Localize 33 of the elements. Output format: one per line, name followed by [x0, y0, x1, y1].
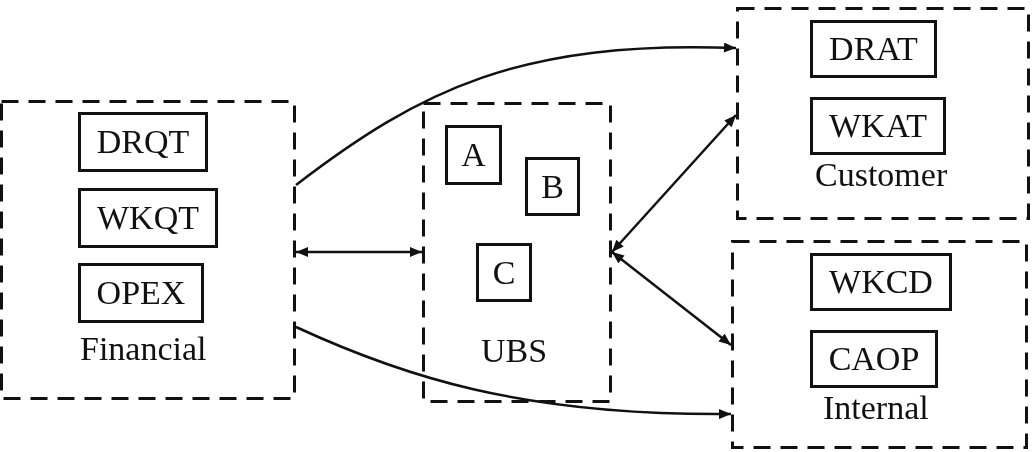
arrow: [296, 247, 422, 257]
group-label: Customer: [815, 156, 948, 194]
module-box: [810, 97, 946, 155]
arrow: [611, 251, 732, 346]
module-box: [810, 253, 952, 311]
dashed-group-frame: [0, 100, 296, 400]
module-box: [78, 263, 204, 323]
group-label: UBS: [481, 332, 548, 370]
module-label: OPEX: [96, 275, 186, 311]
module-box: [476, 243, 532, 302]
module-box: [78, 112, 208, 172]
module-box: [525, 157, 580, 216]
module-label: DRAT: [829, 31, 918, 67]
group-label: Financial: [80, 330, 207, 368]
module-label: DRQT: [96, 124, 190, 160]
module-label: WKQT: [97, 200, 199, 236]
arrow: [611, 114, 737, 253]
arrow: [295, 42, 737, 186]
dashed-group-frame: [736, 7, 1030, 220]
dashed-group-frame: [731, 240, 1028, 449]
module-label: B: [541, 168, 564, 205]
module-label: C: [492, 254, 516, 291]
module-box: [78, 188, 218, 248]
dashed-group-frame: [422, 102, 612, 403]
module-box: [810, 20, 937, 78]
module-box: [810, 330, 938, 388]
module-label: CAOP: [828, 341, 920, 377]
module-label: WKCD: [829, 264, 933, 300]
module-label: WKAT: [828, 108, 928, 144]
arrow: [295, 325, 731, 419]
module-label: A: [461, 137, 486, 173]
group-label: Internal: [823, 389, 929, 427]
module-box: [445, 125, 502, 185]
